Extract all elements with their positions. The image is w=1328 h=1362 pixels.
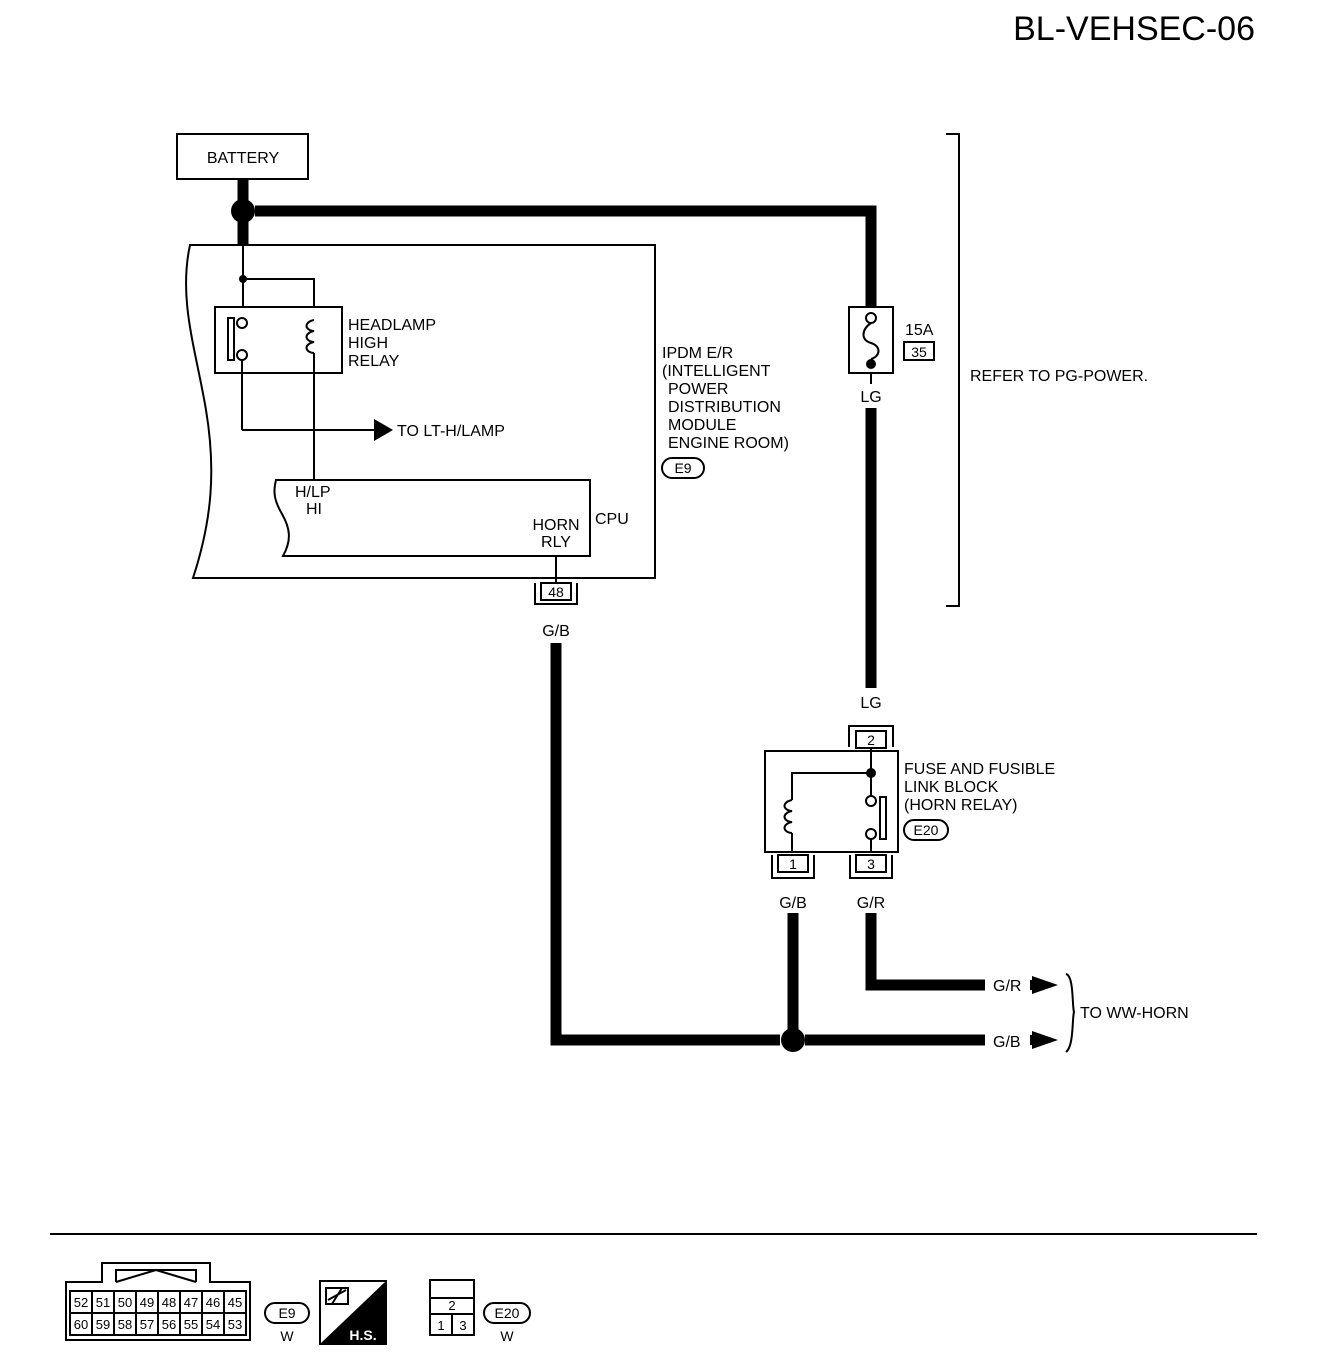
e20-connector-face: 2 1 3: [429, 1279, 475, 1336]
pin-48-label: 48: [548, 584, 564, 600]
svg-text:2: 2: [867, 732, 875, 748]
to-lt-arrow-icon: [374, 419, 393, 441]
battery-label: BATTERY: [207, 150, 280, 167]
e9-pin-number: 55: [184, 1317, 198, 1332]
battery-splice: [231, 199, 255, 223]
e9-pin-number: 57: [140, 1317, 154, 1332]
fuse-block: [764, 748, 899, 853]
battery-box: BATTERY: [176, 133, 309, 180]
to-ww-horn: TO WW-HORN: [1080, 1005, 1189, 1022]
e9-pin-number: 56: [162, 1317, 176, 1332]
e9-pin-number: 58: [118, 1317, 132, 1332]
e9-pin-number: 52: [74, 1295, 88, 1310]
svg-text:3: 3: [867, 856, 875, 872]
headlamp-high-relay: [214, 306, 343, 480]
svg-text:H.S.: H.S.: [349, 1327, 376, 1343]
relay-label-2: HIGH: [348, 335, 388, 352]
output-gb-label: G/B: [993, 1034, 1021, 1051]
e9-pin-number: 48: [162, 1295, 176, 1310]
cpu-hlp-2: HI: [306, 501, 322, 518]
fuse-block-label-3: (HORN RELAY): [904, 797, 1018, 814]
e9-pin-number: 49: [140, 1295, 154, 1310]
e9-connector-face: 52 51 50 49 48 47 46 45 60 59 58 57 56 55 54 53: [65, 1262, 251, 1341]
ipdm-label-4: DISTRIBUTION: [668, 399, 781, 416]
fuse-block-label-2: LINK BLOCK: [904, 779, 999, 796]
ipdm-wire-gb: G/B: [542, 623, 570, 640]
gr-wire: [865, 913, 985, 991]
ipdm-label-2: (INTELLIGENT: [662, 363, 771, 380]
connector-e9-legend-badge: E9: [264, 1302, 310, 1324]
e9-pin-number: 59: [96, 1317, 110, 1332]
connector-e20-legend-badge: E20: [483, 1302, 531, 1324]
relay-label-1: HEADLAMP: [348, 317, 436, 334]
ipdm-outline: [185, 244, 656, 579]
connector-e9-badge: E9: [661, 457, 705, 479]
block-wire-gr: G/R: [857, 895, 885, 912]
svg-text:2: 2: [448, 1298, 455, 1313]
block-pin-3: 3: [849, 854, 893, 879]
e9-pin-number: 45: [228, 1295, 242, 1310]
ipdm-label-6: ENGINE ROOM): [668, 435, 789, 452]
fuse-wire-lg: LG: [860, 389, 881, 406]
refer-bracket: [946, 133, 960, 607]
block-pin-2: 2: [848, 725, 894, 749]
e20-color: W: [500, 1328, 514, 1344]
ipdm-label-5: MODULE: [668, 417, 736, 434]
e9-pin-number: 47: [184, 1295, 198, 1310]
e9-pin-cell: [223, 1312, 247, 1336]
cpu-hlp-1: H/LP: [295, 484, 331, 501]
gb-splice: [781, 1028, 805, 1052]
fuse-block-label-1: FUSE AND FUSIBLE: [904, 761, 1055, 778]
ipdm-label-1: IPDM E/R: [662, 345, 733, 362]
svg-text:E20: E20: [914, 822, 939, 838]
e9-pin-number: 60: [74, 1317, 88, 1332]
fuse-number-box: 35: [903, 341, 935, 361]
block-wire-lg: LG: [860, 695, 881, 712]
svg-text:1: 1: [437, 1318, 444, 1333]
block-wire-gb: G/B: [779, 895, 807, 912]
cpu-label: CPU: [595, 511, 629, 528]
gr-arrow-icon: [1032, 976, 1058, 994]
svg-text:E9: E9: [278, 1305, 295, 1321]
pin-48-connector: [534, 582, 578, 605]
cpu-horn-1: HORN: [532, 517, 579, 534]
svg-text:E20: E20: [495, 1305, 520, 1321]
e9-pin-number: 53: [228, 1317, 242, 1332]
feed-wire: [255, 205, 877, 310]
hs-icon: H.S.: [319, 1280, 387, 1345]
output-gr-label: G/R: [993, 978, 1021, 995]
e9-pin-number: 46: [206, 1295, 220, 1310]
fuse-rating: 15A: [905, 322, 934, 339]
output-brace: [1065, 973, 1076, 1053]
e9-pin-number: 54: [206, 1317, 220, 1332]
relay-label-3: RELAY: [348, 353, 400, 370]
cpu-horn-2: RLY: [541, 534, 571, 551]
to-lt-hlamp: TO LT-H/LAMP: [397, 423, 505, 440]
ipdm-label-3: POWER: [668, 381, 728, 398]
svg-text:1: 1: [789, 856, 797, 872]
gb-wire: [550, 643, 780, 1046]
refer-pg-power: REFER TO PG-POWER.: [970, 368, 1148, 385]
svg-text:E9: E9: [674, 460, 691, 476]
e9-pin-number: 51: [96, 1295, 110, 1310]
svg-text:3: 3: [459, 1318, 466, 1333]
connector-e20-badge: E20: [903, 819, 949, 841]
block-pin-1: 1: [771, 854, 815, 879]
fuse-15a: [848, 306, 894, 374]
svg-text:35: 35: [911, 344, 927, 360]
e9-pin-number: 50: [118, 1295, 132, 1310]
gb-arrow-icon: [1032, 1031, 1058, 1049]
cpu-outline: [273, 479, 591, 557]
e9-color: W: [280, 1328, 294, 1344]
page-id: BL-VEHSEC-06: [1013, 10, 1255, 48]
